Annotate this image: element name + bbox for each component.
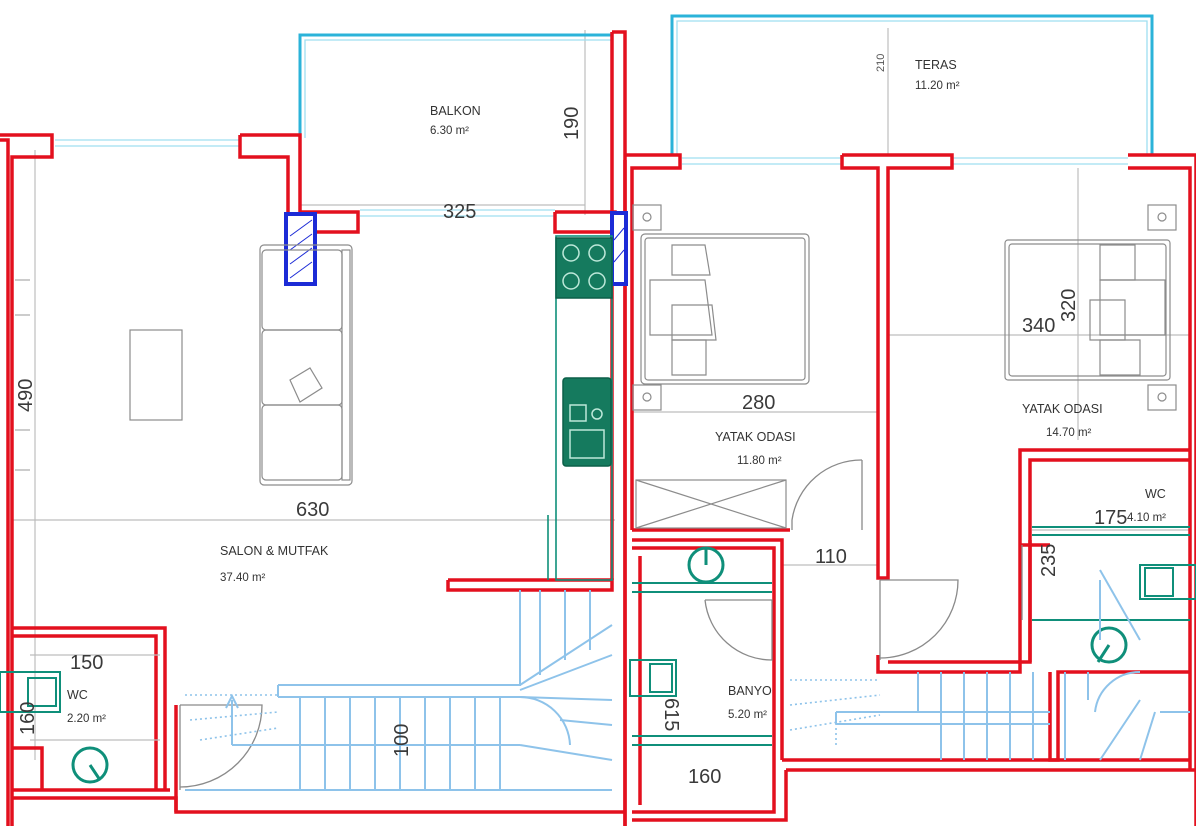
- wc-right-name: WC: [1145, 487, 1166, 501]
- bed-room1: [632, 204, 810, 529]
- sofa: [259, 244, 353, 486]
- dim-teras-depth: 210: [875, 54, 887, 72]
- dim-yatak2-depth: 320: [1058, 289, 1080, 322]
- balkon-railing: [55, 33, 612, 217]
- cooktop: [555, 237, 613, 299]
- dim-wc-left-depth: 160: [17, 702, 39, 735]
- yatak2-name: YATAK ODASI: [1022, 402, 1103, 416]
- doors-left: [179, 704, 263, 790]
- dim-wc-right-width: 175: [1094, 507, 1127, 529]
- dim-stair-length: 100: [391, 724, 413, 757]
- dim-salon-width: 630: [296, 499, 329, 521]
- wc-left-fixtures: [0, 654, 160, 784]
- yatak1-name: YATAK ODASI: [715, 430, 796, 444]
- dim-balkon-depth: 190: [561, 107, 583, 140]
- dim-banyo-depth: 615: [660, 698, 682, 731]
- dim-hall-width: 110: [815, 546, 847, 568]
- room-labels: BALKON 6.30 m² TERAS 11.20 m² SALON & MU…: [67, 58, 1166, 725]
- wc-right-fixtures: [1032, 526, 1196, 664]
- column-right: [610, 211, 628, 286]
- kitchen-counter: [547, 235, 613, 581]
- teras-railing: [670, 14, 1154, 165]
- dim-yatak1-width: 280: [742, 392, 775, 414]
- bed-room2: [1004, 204, 1177, 411]
- dim-balkon-width: 325: [443, 201, 476, 223]
- dim-wc-left-width: 150: [70, 652, 103, 674]
- balkon-name: BALKON: [430, 104, 481, 118]
- dim-wc-right-depth: 235: [1038, 544, 1060, 577]
- dim-yatak2-width: 340: [1022, 315, 1055, 337]
- wc-left-name: WC: [67, 688, 88, 702]
- stairs-left: [185, 590, 613, 791]
- teras-area: 11.20 m²: [915, 80, 960, 92]
- salon-area: 37.40 m²: [220, 572, 266, 584]
- yatak1-area: 11.80 m²: [737, 455, 782, 467]
- dim-salon-depth: 490: [15, 379, 37, 412]
- coffee-table: [129, 329, 183, 421]
- banyo-fixtures: [629, 546, 772, 746]
- structural-columns: [284, 211, 628, 286]
- guide-lines: [12, 28, 1190, 760]
- wc-right-area: 4.10 m²: [1127, 512, 1166, 524]
- dimension-labels: 325 190 210 490 630 150 160 100 280 110 …: [15, 54, 1127, 788]
- dim-banyo-width: 160: [688, 766, 721, 788]
- banyo-name: BANYO: [728, 684, 772, 698]
- walls-left-unit: [0, 30, 627, 826]
- teras-name: TERAS: [915, 58, 957, 72]
- yatak2-area: 14.70 m²: [1046, 427, 1092, 439]
- walls-right-unit: [623, 153, 1196, 826]
- window-left-wall: [15, 279, 30, 471]
- stairs-right: [789, 569, 1190, 761]
- wc-left-area: 2.20 m²: [67, 713, 106, 725]
- kitchen-sink: [562, 377, 612, 467]
- salon-name: SALON & MUTFAK: [220, 544, 329, 558]
- doors-right: [704, 459, 1023, 661]
- balkon-area: 6.30 m²: [430, 125, 469, 137]
- banyo-area: 5.20 m²: [728, 709, 767, 721]
